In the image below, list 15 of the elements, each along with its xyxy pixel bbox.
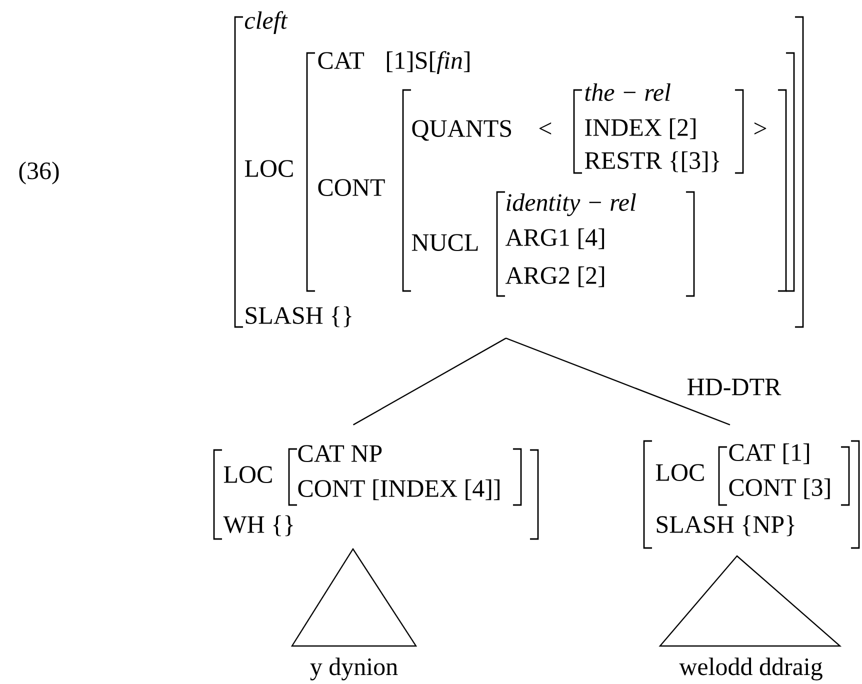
feature-matrix: LOC CAT NP CONT [INDEX [4]] WH {} [213,445,539,540]
tree-branch [353,338,506,426]
example-number: (36) [19,162,59,184]
feature-matrix: CAT NP CONT [INDEX [4]] [288,445,522,506]
node-label: welodd ddraig [679,658,822,680]
feature-matrix: LOC CAT [1] CONT [3] SLASH {NP} [643,440,860,549]
edge-label: HD-DTR [686,378,782,396]
tree-branch [506,338,730,426]
feature-matrix: cleft LOC CAT [1]S[fin] CONT QUANTS < the − rel INDEX [2] RESTR {[3]} > NUCL identity − rel ARG1 [4] ARG2 [2] SLASH {} [234,11,804,328]
feature-matrix: QUANTS < the − rel INDEX [2] RESTR {[3]} > NUCL identity − rel ARG1 [4] ARG2 [2] [402,83,787,297]
feature-matrix: identity − rel ARG1 [4] ARG2 [2] [496,191,695,297]
feature-matrix: CAT [1] CONT [3] [718,443,850,506]
feature-matrix: CAT [1]S[fin] CONT QUANTS < the − rel INDEX [2] RESTR {[3]} > NUCL identity − rel ARG1 [4] ARG2 [2] [306,51,795,297]
feature-matrix: the − rel INDEX [2] RESTR {[3]} [573,83,744,174]
node-label: y dynion [310,658,398,680]
